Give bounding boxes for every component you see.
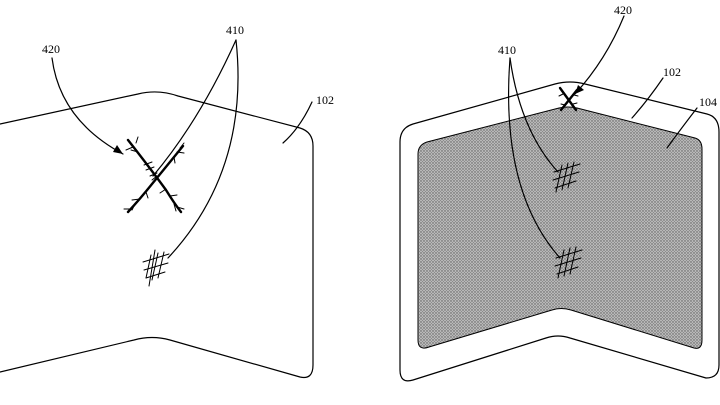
right-crack-410-upper [552, 161, 581, 193]
right-device-outline [399, 81, 720, 382]
right-label-420: 420 [614, 3, 632, 17]
right-leader-410-upper [509, 57, 559, 173]
left-label-410: 410 [226, 23, 244, 37]
right-leader-102 [631, 77, 664, 119]
left-leader-410-upper [152, 39, 237, 177]
right-leader-420 [574, 15, 625, 95]
left-leader-410-lower [167, 39, 239, 259]
left-label-102: 102 [316, 93, 334, 107]
left-arrow-420 [113, 145, 123, 154]
right-display-area[interactable] [417, 106, 703, 349]
right-leader-104 [666, 107, 698, 149]
right-label-104: 104 [699, 95, 717, 109]
right-arrow-420 [575, 85, 584, 94]
left-leader-420 [51, 57, 124, 155]
left-crack-410 [142, 249, 170, 287]
right-leader-410-lower [507, 57, 561, 259]
right-label-410: 410 [498, 43, 516, 57]
right-crack-410-lower [554, 246, 583, 279]
left-crack-420 [123, 136, 185, 214]
left-label-420: 420 [42, 42, 60, 56]
left-device-outline [0, 91, 314, 379]
right-label-102: 102 [663, 65, 681, 79]
right-device-view: 420 410 102 104 [399, 3, 720, 382]
left-device-view: 410 420 102 [0, 23, 334, 379]
right-crack-420 [558, 86, 579, 112]
left-leader-102 [282, 101, 313, 144]
